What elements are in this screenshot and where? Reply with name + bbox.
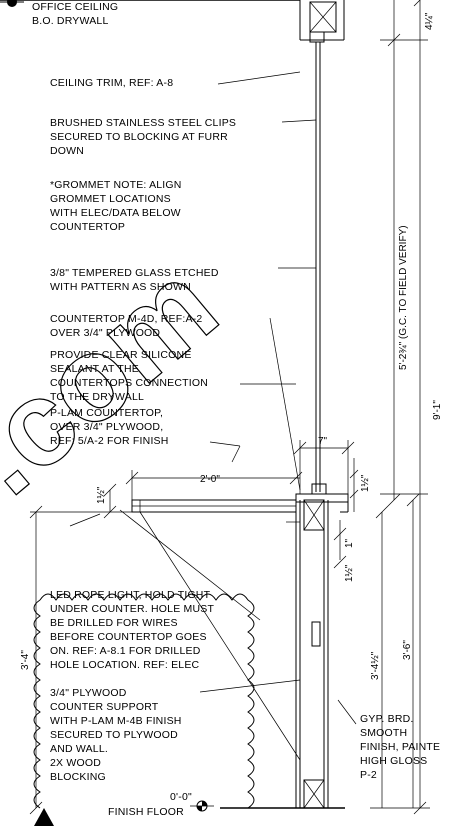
leader-lines	[69, 71, 357, 725]
label-ceiling-trim: CEILING TRIM, REF: A-8	[50, 77, 173, 89]
label-gyp-5: P-2	[360, 769, 377, 781]
label-plywood-7: BLOCKING	[50, 771, 106, 783]
annotation-text: OFFICE CEILING B.O. DRYWALL CEILING TRIM…	[32, 1, 440, 818]
label-gyp-2: SMOOTH	[360, 727, 407, 739]
label-led-6: HOLE LOCATION. REF: ELEC	[50, 659, 200, 671]
label-led-5: ON. REF: A-8.1 FOR DRILLED	[50, 645, 201, 657]
finish-floor-marker	[190, 800, 214, 812]
label-sealant-1: PROVIDE CLEAR SILICONE	[50, 349, 192, 361]
electrical-box	[311, 621, 321, 647]
label-countertop-2: OVER 3/4" PLYWOOD	[50, 327, 160, 339]
label-plywood-6: 2X WOOD	[50, 757, 101, 769]
countertop	[131, 483, 349, 761]
dim-counter-overhang: 7"	[318, 436, 328, 447]
label-plam-3: REF: 5/A-2 FOR FINISH	[50, 435, 169, 447]
label-sealant-4: TO THE DRYWALL	[50, 391, 144, 403]
callout-cloud	[33, 593, 255, 809]
dimension-lines	[29, 0, 430, 815]
label-plam-2: OVER 3/4" PLYWOOD,	[50, 421, 163, 433]
label-plywood-1: 3/4" PLYWOOD	[50, 687, 127, 699]
label-grommet-3: WITH ELEC/DATA BELOW	[50, 207, 181, 219]
label-clips-3: DOWN	[50, 145, 84, 157]
dim-field-verify: 5'-2¾" (G.C. TO FIELD VERIFY)	[398, 225, 409, 370]
countertop-support-line	[139, 511, 301, 761]
label-glass-2: WITH PATTERN AS SHOWN	[50, 281, 191, 293]
dim-small-gap-a: 1"	[344, 538, 355, 548]
label-grommet-2: GROMMET LOCATIONS	[50, 193, 171, 205]
lower-wall	[220, 499, 345, 809]
dim-counter-thickness-left: 1½"	[96, 486, 107, 504]
label-office-ceiling-2: B.O. DRYWALL	[32, 15, 109, 27]
label-glass-1: 3/8" TEMPERED GLASS ETCHED	[50, 267, 219, 279]
label-office-ceiling-1: OFFICE CEILING	[32, 1, 118, 13]
label-plywood-5: AND WALL.	[50, 743, 108, 755]
label-sealant-3: COUNTERTOPS CONNECTION	[50, 377, 208, 389]
glass-panel	[315, 42, 321, 492]
dim-counter-height-left: 3'-4"	[20, 650, 31, 670]
dim-counter-width: 2'-0"	[200, 474, 220, 485]
dim-small-gap-b: 1½"	[344, 564, 355, 582]
label-clips-2: SECURED TO BLOCKING AT FURR	[50, 131, 228, 143]
label-led-4: BEFORE COUNTERTOP GOES	[50, 631, 207, 643]
dim-counter-height-inner: 3'-4½"	[370, 651, 381, 680]
label-grommet-1: *GROMMET NOTE: ALIGN	[50, 179, 182, 191]
label-plywood-4: SECURED TO PLYWOOD	[50, 729, 178, 741]
ceiling-trim-block	[309, 31, 325, 43]
label-gyp-1: GYP. BRD.	[360, 713, 414, 725]
dim-top-right: 4¼"	[423, 12, 435, 30]
label-finish-floor: FINISH FLOOR	[108, 806, 184, 818]
dim-counter-height-outer: 3'-6"	[402, 640, 413, 660]
label-gyp-3: FINISH, PAINTE	[360, 741, 440, 753]
label-clips-1: BRUSHED STAINLESS STEEL CLIPS	[50, 117, 236, 129]
label-led-1: LED ROPE LIGHT, HOLD TIGHT	[50, 589, 211, 601]
label-led-3: BE DRILLED FOR WIRES	[50, 617, 178, 629]
ceiling-level-marker	[7, 0, 17, 7]
dimension-text: 4¼" 5'-2¾" (G.C. TO FIELD VERIFY) 9'-1" …	[20, 12, 443, 680]
ceiling-assembly	[0, 0, 345, 43]
label-floor-level: 0'-0"	[170, 791, 192, 803]
label-plywood-3: WITH P-LAM M-4B FINISH	[50, 715, 182, 727]
section-marker	[34, 808, 54, 826]
label-plam-1: P-LAM COUNTERTOP,	[50, 407, 163, 419]
label-gyp-4: HIGH GLOSS	[360, 755, 427, 767]
label-countertop-1: COUNTERTOP M-4D, REF:A-2	[50, 313, 202, 325]
label-plywood-2: COUNTER SUPPORT	[50, 701, 159, 713]
dim-overall-height: 9'-1"	[432, 400, 443, 420]
label-sealant-2: SEALANT AT THE	[50, 363, 139, 375]
label-led-2: UNDER COUNTER. HOLE MUST	[50, 603, 214, 615]
label-grommet-4: COUNTERTOP	[50, 221, 125, 233]
dim-counter-thickness-right: 1½"	[360, 474, 371, 492]
